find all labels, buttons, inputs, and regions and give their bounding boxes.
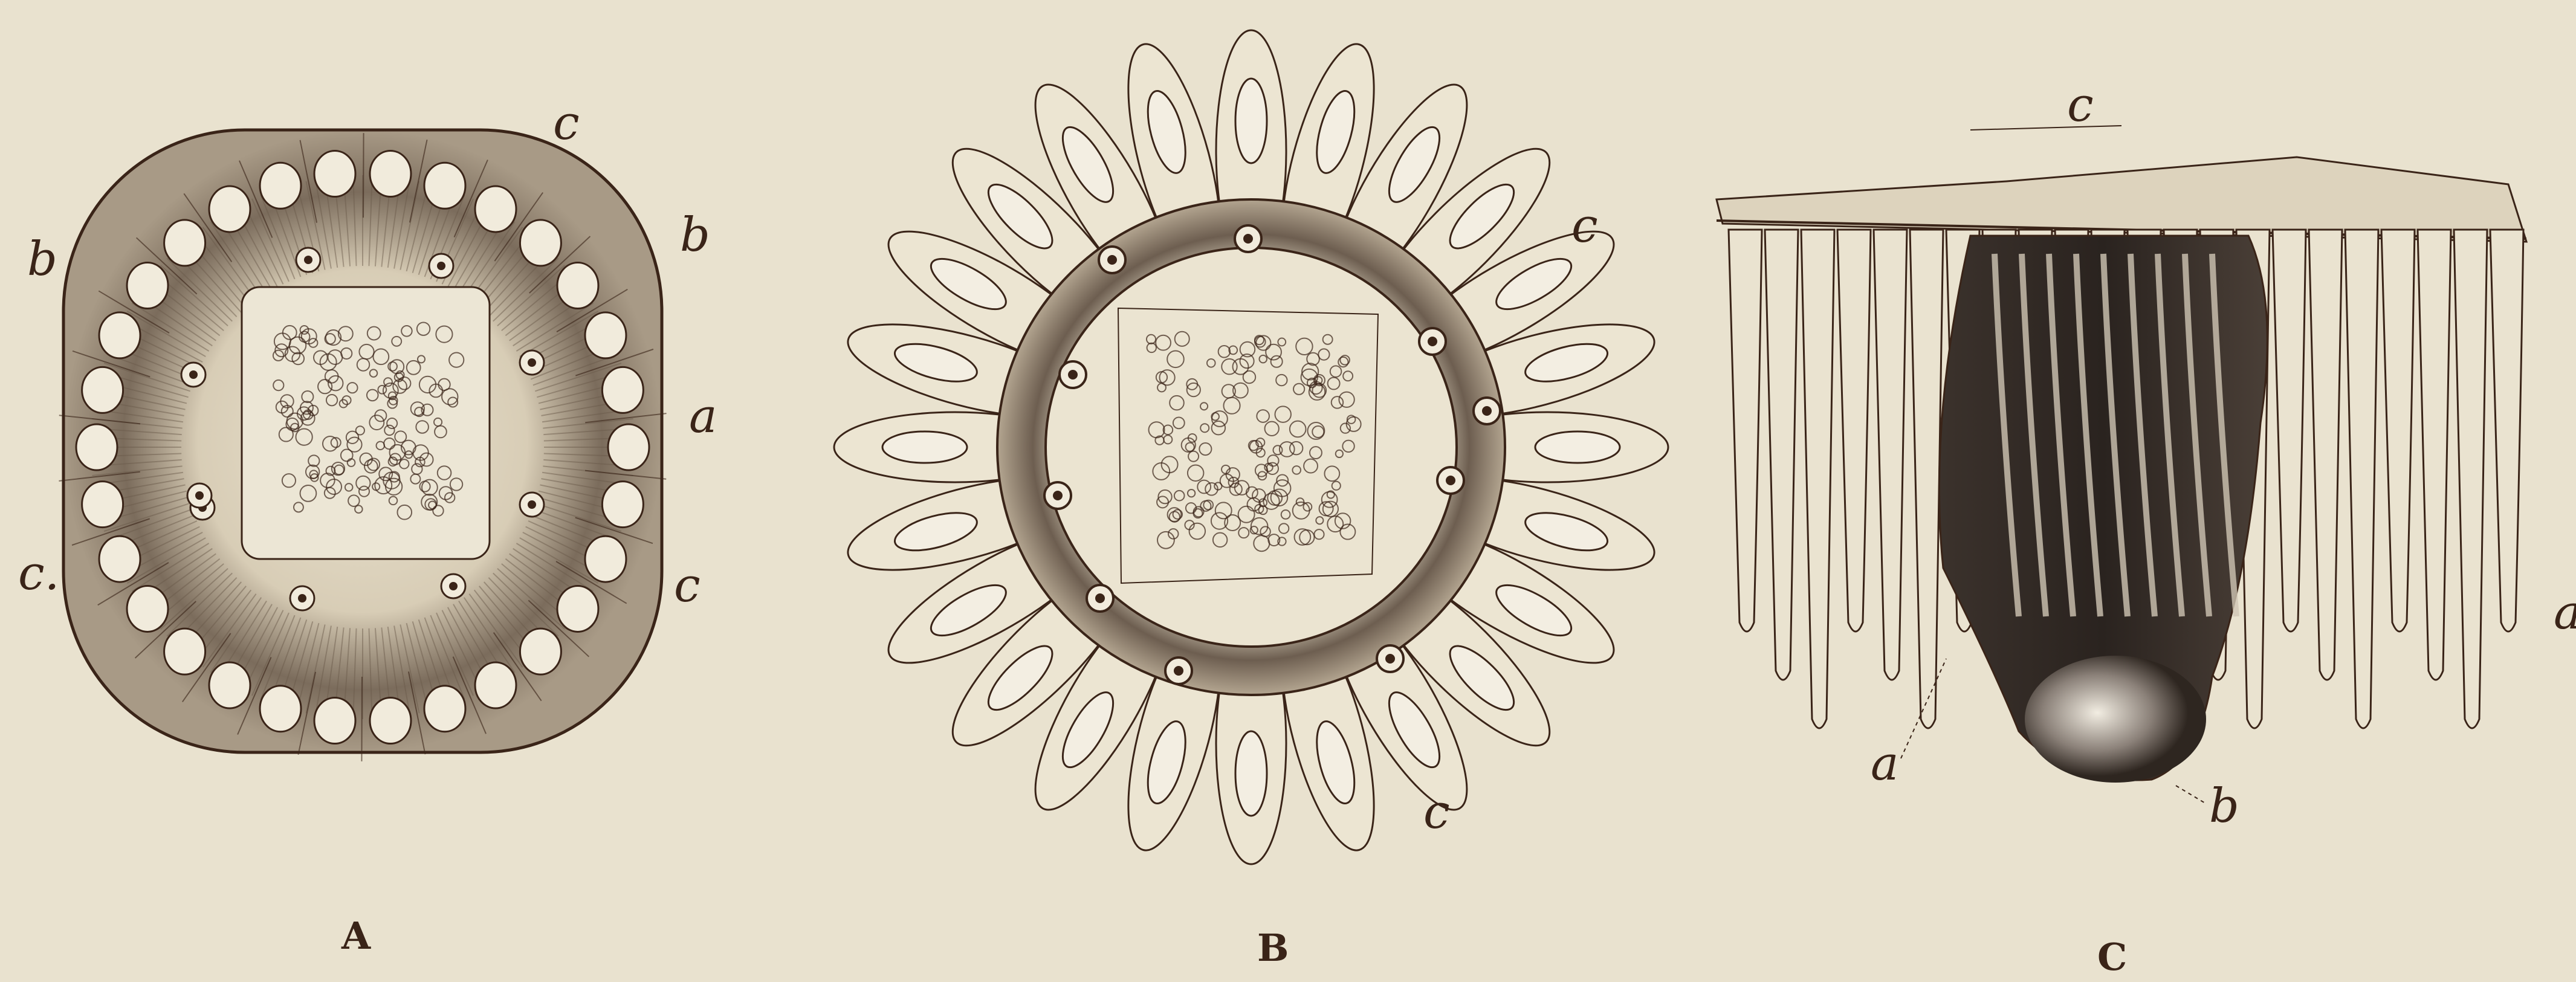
- epithelial-column: [1874, 230, 1907, 680]
- cell-nucleus: [99, 312, 140, 358]
- label-c-leader: [1970, 126, 2121, 130]
- cell-nucleus: [602, 482, 643, 528]
- goblet-cell-dot: [304, 256, 312, 264]
- goblet-cell-dot: [1482, 406, 1492, 416]
- figure-a-caption: A: [341, 914, 372, 958]
- figure-c-label-a-bottom: a: [1871, 737, 1899, 791]
- figure-a-label-c-top: c: [553, 96, 580, 150]
- epithelial-column: [2345, 230, 2378, 728]
- epithelial-column: [1837, 230, 1871, 632]
- figure-a-label-b-right: b: [680, 208, 710, 262]
- goblet-cell-dot: [189, 370, 198, 379]
- goblet-cell-dot: [528, 500, 536, 509]
- figure-a-label-b-left: b: [27, 232, 57, 286]
- figure-c-caption: C: [2097, 935, 2128, 979]
- cell-nucleus: [602, 367, 643, 413]
- cell-nucleus: [520, 220, 561, 266]
- villus-bulb: [2025, 656, 2206, 783]
- cell-nucleus: [585, 536, 626, 582]
- cell-nucleus: [557, 263, 598, 309]
- goblet-cell-dot: [1095, 593, 1105, 603]
- goblet-cell-dot: [449, 582, 458, 590]
- cell-nucleus: [314, 698, 355, 744]
- cell-nucleus: [608, 424, 649, 470]
- goblet-cell-dot: [437, 262, 445, 270]
- epithelial-column: [1910, 230, 1943, 728]
- cell-nucleus: [424, 163, 465, 208]
- cell-nucleus: [82, 482, 123, 528]
- goblet-cell-dot: [1068, 370, 1078, 380]
- goblet-cell-dot: [1053, 491, 1063, 500]
- figure-a-label-c-left: c.: [18, 546, 59, 601]
- cell-nucleus: [209, 186, 250, 232]
- figure-b-label-c-top: c: [1571, 199, 1598, 253]
- epithelial-column: [2490, 230, 2523, 632]
- cell-nucleus: [127, 586, 168, 632]
- lumen: [242, 287, 490, 559]
- figure-c-label-c-top: c: [2067, 78, 2094, 132]
- figure-c-label-b-bottom: b: [2209, 779, 2239, 833]
- goblet-cell-dot: [1385, 654, 1395, 664]
- figure-b-label-c-bottom: c: [1423, 785, 1450, 839]
- figure-c-label-a-right: a: [2554, 586, 2576, 640]
- cell-nucleus: [424, 686, 465, 732]
- cell-nucleus: [76, 424, 117, 470]
- cell-nucleus: [82, 367, 123, 413]
- figure-c-villus-section: [1717, 126, 2526, 804]
- cell-nucleus: [585, 312, 626, 358]
- cell-nucleus: [520, 628, 561, 674]
- cell-nucleus: [370, 698, 411, 744]
- goblet-cell-dot: [1243, 234, 1253, 244]
- epithelial-column: [2309, 230, 2342, 680]
- cell-nucleus: [882, 431, 967, 463]
- figure-a-label-c-right: c: [674, 558, 701, 613]
- epithelial-column: [2454, 230, 2487, 728]
- cell-nucleus: [1535, 431, 1620, 463]
- goblet-cell-dot: [298, 594, 306, 602]
- epithelial-column: [1801, 230, 1834, 728]
- cell-nucleus: [260, 163, 301, 208]
- cell-nucleus: [164, 220, 205, 266]
- goblet-cell-dot: [1174, 666, 1183, 676]
- cell-nucleus: [209, 662, 250, 708]
- epithelial-column: [1729, 230, 1762, 632]
- cell-nucleus: [1235, 731, 1267, 816]
- cell-nucleus: [164, 628, 205, 674]
- cell-nucleus: [475, 186, 516, 232]
- goblet-cell-dot: [195, 491, 204, 500]
- goblet-cell-dot: [1107, 255, 1117, 265]
- goblet-cell-dot: [528, 358, 536, 367]
- figure-b-cross-section: [834, 30, 1668, 864]
- cell-nucleus: [370, 150, 411, 196]
- figure-a-cross-section: [59, 130, 666, 761]
- cell-nucleus: [260, 686, 301, 732]
- epithelial-column: [2273, 230, 2306, 632]
- cell-nucleus: [475, 662, 516, 708]
- cell-nucleus: [127, 263, 168, 309]
- cell-nucleus: [557, 586, 598, 632]
- figure-a-label-a: a: [689, 389, 717, 444]
- goblet-cell-dot: [1446, 476, 1455, 485]
- cell-nucleus: [99, 536, 140, 582]
- cell-nucleus: [314, 150, 355, 196]
- label-b-leader: [2176, 786, 2206, 804]
- cell-nucleus: [1235, 79, 1267, 163]
- epithelial-column: [1765, 230, 1798, 680]
- goblet-cell-dot: [1428, 337, 1437, 346]
- epithelial-column: [2418, 230, 2451, 680]
- epithelial-column: [2381, 230, 2415, 632]
- figure-b-caption: B: [1257, 926, 1290, 970]
